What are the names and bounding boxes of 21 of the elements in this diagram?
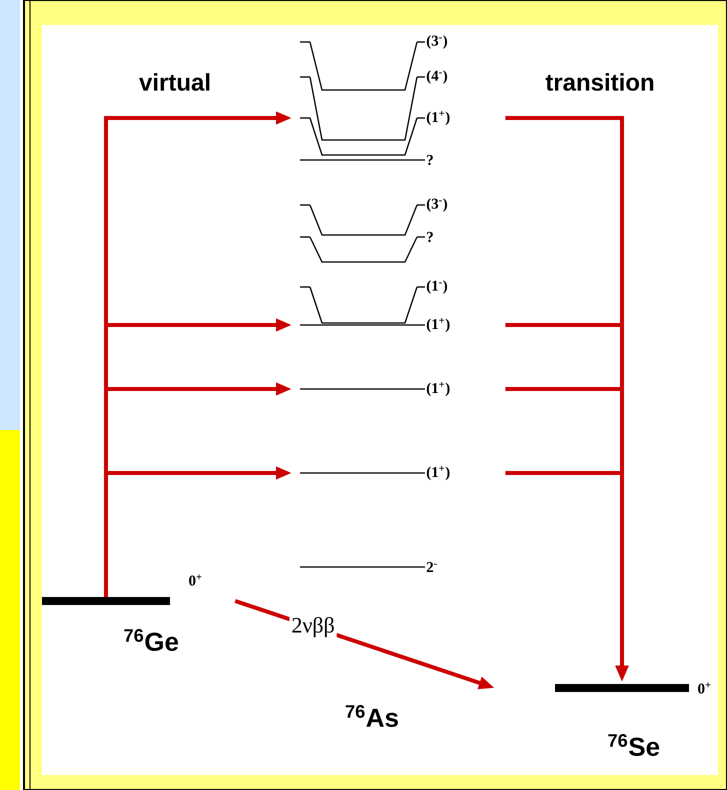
node-label: 0$^{+}$ xyxy=(189,574,202,586)
title-label: virtual xyxy=(139,73,210,91)
node-label: 0$^{+}$ xyxy=(698,682,710,694)
node-label: $^{76}$Ge xyxy=(124,629,178,651)
energy-level: 2$^{-}$ xyxy=(300,562,437,572)
energy-level: (1$^{-}$) xyxy=(300,280,448,294)
energy-level: (1$^{+}$) xyxy=(300,110,450,126)
energy-level: ? xyxy=(300,154,433,166)
energy-level: (3$^{-}$) xyxy=(300,198,448,212)
energy-level: ? xyxy=(300,232,433,242)
nucleus-label: $^{76}$As xyxy=(346,705,398,727)
energy-level: (1$^{+}$) xyxy=(300,382,450,396)
energy-level: (1$^{+}$) xyxy=(300,318,450,332)
title-label: transition xyxy=(546,73,654,91)
energy-level: (4$^{-}$) xyxy=(300,70,448,84)
ground-level: 0$^{+}$ $^{76}$Ge xyxy=(42,574,202,651)
energy-level: (1$^{+}$) xyxy=(300,466,450,480)
ground-level: 0$^{+}$ $^{76}$Se xyxy=(555,682,710,756)
node-label: $^{76}$Se xyxy=(608,734,660,756)
energy-level: (3$^{-}$) xyxy=(300,35,448,49)
edge-label: 2νββ xyxy=(292,617,334,638)
